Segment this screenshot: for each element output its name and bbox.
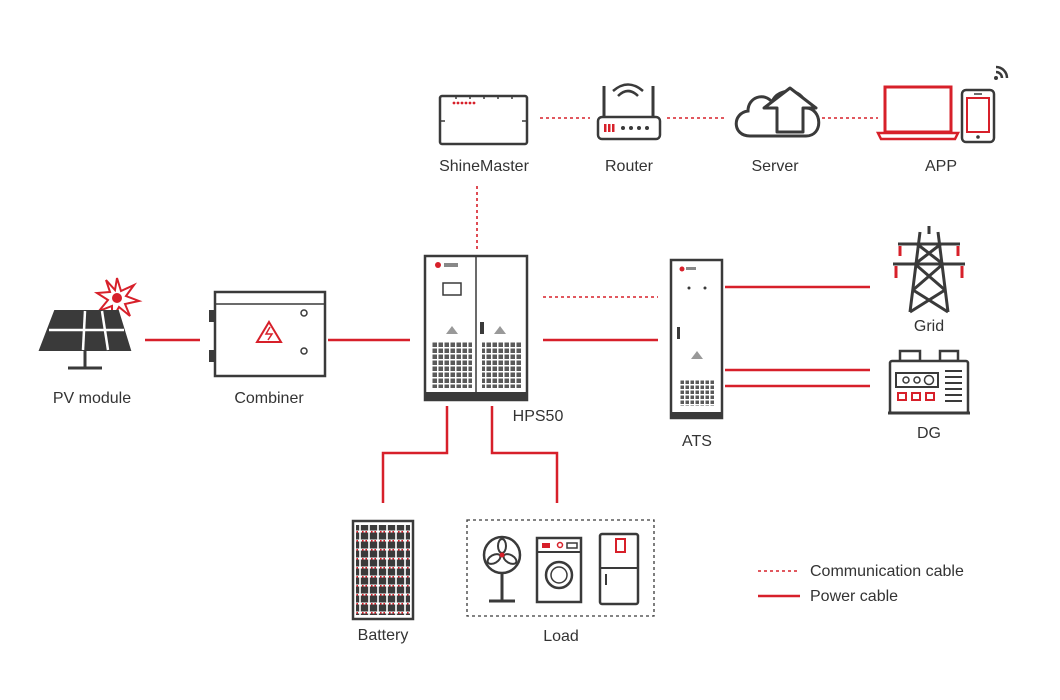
shinemaster-label: ShineMaster (439, 158, 529, 175)
combiner-label: Combiner (234, 390, 304, 407)
grid-node: Grid (893, 226, 965, 335)
hps50-node: HPS50 (423, 254, 564, 425)
hps50-label: HPS50 (513, 408, 564, 425)
ats-label: ATS (682, 433, 712, 450)
legend: Communication cable Power cable (758, 563, 964, 605)
load-label: Load (543, 628, 579, 645)
pv-module-label: PV module (53, 390, 131, 407)
dg-node: DG (888, 349, 970, 442)
app-node: APP (875, 65, 1009, 175)
appliances-icon (482, 532, 640, 606)
shinemaster-node: ShineMaster (438, 94, 530, 175)
communication-cables (476, 117, 878, 298)
hps50-load-cable (490, 406, 559, 503)
cloud-upload-icon (734, 86, 821, 138)
load-node: Load (466, 519, 655, 645)
battery-node: Battery (351, 519, 415, 644)
datalogger-icon (438, 94, 529, 146)
dg-label: DG (917, 425, 941, 442)
power-tower-icon (893, 226, 965, 314)
router-label: Router (605, 158, 654, 175)
load-group-frame (466, 519, 655, 617)
server-label: Server (751, 158, 799, 175)
washing-machine-icon (535, 536, 583, 604)
diesel-generator-icon (888, 349, 970, 415)
solar-panel-icon (38, 277, 143, 370)
battery-rack-icon (351, 519, 415, 621)
ats-cabinet-icon (669, 258, 724, 420)
fan-icon (482, 535, 522, 603)
app-label: APP (925, 158, 957, 175)
router-node: Router (596, 83, 662, 175)
power-cables (145, 285, 870, 503)
battery-label: Battery (358, 627, 409, 644)
wifi-icon (994, 65, 1009, 80)
legend-power-label: Power cable (810, 588, 898, 605)
combiner-box-icon (209, 290, 327, 378)
server-node: Server (734, 86, 821, 175)
legend-communication-label: Communication cable (810, 563, 964, 580)
laptop-phone-icon (875, 65, 1009, 144)
hps50-battery-cable (381, 406, 449, 503)
router-icon (596, 83, 662, 141)
inverter-cabinet-icon (423, 254, 529, 402)
ats-node: ATS (669, 258, 724, 450)
refrigerator-icon (598, 532, 640, 606)
grid-label: Grid (914, 318, 944, 335)
pv-module-node: PV module (38, 277, 143, 407)
combiner-node: Combiner (209, 290, 327, 407)
